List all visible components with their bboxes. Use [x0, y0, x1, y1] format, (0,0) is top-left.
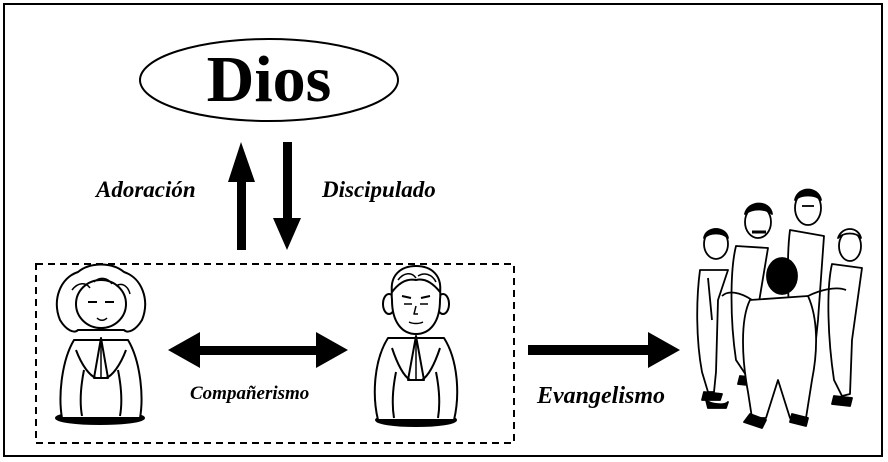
fellowship-arrow [168, 332, 348, 368]
evangelism-arrow [528, 332, 680, 368]
god-label: Dios [206, 43, 332, 116]
praying-kneeling-woman-icon [55, 263, 147, 425]
god-ellipse [139, 38, 399, 122]
praying-kneeling-man-icon [373, 265, 459, 427]
discipleship-label: Discipulado [322, 177, 436, 202]
fellowship-label: Compañerismo [190, 383, 310, 404]
fellowship-dashed-box [35, 263, 515, 444]
evangelism-label: Evangelismo [537, 383, 666, 409]
discipleship-arrow [273, 142, 301, 250]
worship-label: Adoración [96, 177, 196, 202]
group-of-men-praying-icon [696, 188, 863, 429]
worship-arrow [228, 142, 255, 250]
